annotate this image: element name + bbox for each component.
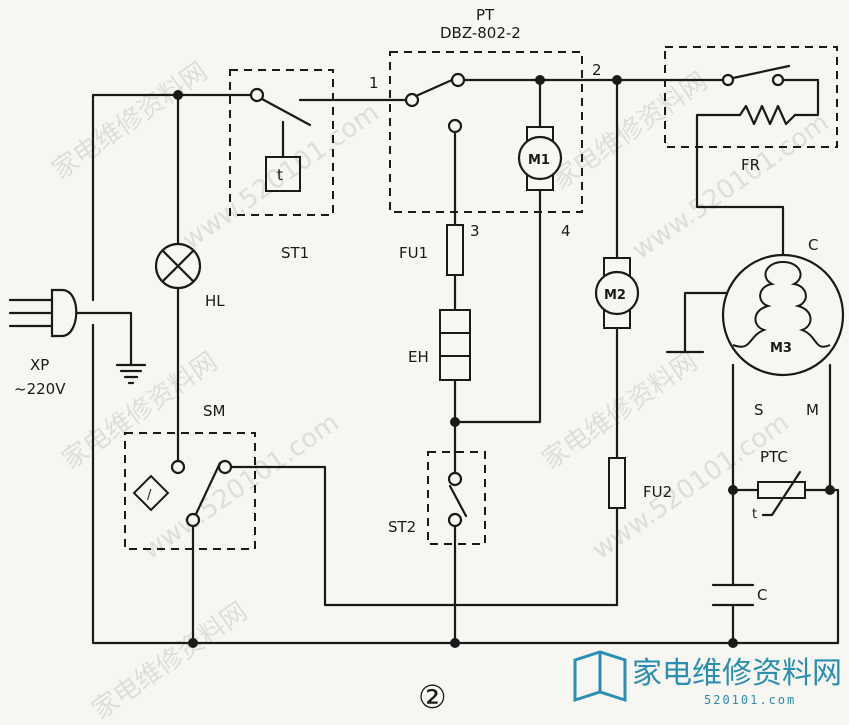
sm-enclosure xyxy=(124,432,256,550)
watermark-cn-4: 家电维修资料网 xyxy=(537,347,703,476)
pt-model-label: DBZ-802-2 xyxy=(440,24,521,42)
m-terminal-label: M xyxy=(806,401,819,419)
voltage-label: ~220V xyxy=(14,380,66,398)
pt-label: PT xyxy=(476,6,495,24)
watermark-url-2: www.520101.com xyxy=(627,108,835,266)
timer-t-label: t xyxy=(277,166,283,184)
logo-text: 家电维修资料网 xyxy=(632,656,842,691)
m2-motor: M2 xyxy=(594,257,640,329)
ptc-t-label: t xyxy=(752,507,757,522)
ground-symbol xyxy=(115,363,147,385)
pt-enclosure xyxy=(389,51,583,213)
node1-label: 1 xyxy=(369,74,379,92)
capacitor-label: C xyxy=(757,586,767,604)
eh-heater xyxy=(439,309,471,381)
watermark-cn-3: 家电维修资料网 xyxy=(57,347,223,476)
watermark-cn-1: 家电维修资料网 xyxy=(47,57,213,186)
m1-motor: M1 xyxy=(517,126,563,191)
watermark-url-3: www.520101.com xyxy=(137,408,345,566)
watermark-cn-5: 家电维修资料网 xyxy=(87,597,253,725)
watermark-cn-2: 家电维修资料网 xyxy=(547,67,713,196)
wiring xyxy=(8,78,840,645)
labels: PT DBZ-802-2 1 2 3 4 ST1 FU1 EH FR C S M… xyxy=(14,6,819,716)
m2-label: M2 xyxy=(604,288,626,303)
m3-label: M3 xyxy=(770,341,792,356)
m1-label: M1 xyxy=(528,153,550,168)
site-logo: 家电维修资料网 520101.com xyxy=(573,650,842,707)
sm-label: SM xyxy=(203,402,225,420)
node3-label: 3 xyxy=(470,222,480,240)
st2-switch xyxy=(447,471,468,528)
sm-symbol: / xyxy=(147,488,152,503)
watermark-layer: 家电维修资料网 www.520101.com 家电维修资料网 www.52010… xyxy=(47,57,835,725)
fr-relay xyxy=(721,64,797,126)
pt-switch xyxy=(404,72,466,134)
xp-plug xyxy=(50,288,78,338)
fr-enclosure xyxy=(664,46,838,148)
fu2-label: FU2 xyxy=(643,483,672,501)
fu2-fuse xyxy=(608,457,626,509)
fu1-fuse xyxy=(446,224,464,276)
hl-label: HL xyxy=(205,292,225,310)
node2-label: 2 xyxy=(592,61,602,79)
logo-sub: 520101.com xyxy=(704,693,796,707)
s-terminal-label: S xyxy=(754,401,764,419)
st2-label: ST2 xyxy=(388,518,416,536)
xp-label: XP xyxy=(30,356,49,374)
figure-number: ② xyxy=(418,678,447,716)
capacitor xyxy=(711,583,755,607)
c-top-label: C xyxy=(808,236,818,254)
fr-label: FR xyxy=(741,156,760,174)
node4-label: 4 xyxy=(561,222,571,240)
st1-enclosure xyxy=(229,69,334,216)
ptc-label: PTC xyxy=(760,448,788,466)
m3-compressor: M3 xyxy=(721,253,845,377)
junctions xyxy=(173,75,835,648)
st2-enclosure xyxy=(427,451,486,545)
ptc-thermistor: t xyxy=(752,470,806,522)
st1-label: ST1 xyxy=(281,244,309,262)
eh-label: EH xyxy=(408,348,429,366)
fu1-label: FU1 xyxy=(399,244,428,262)
hl-lamp xyxy=(154,242,202,290)
sm-switch: / xyxy=(132,459,233,528)
st1-switch: t xyxy=(249,87,312,192)
